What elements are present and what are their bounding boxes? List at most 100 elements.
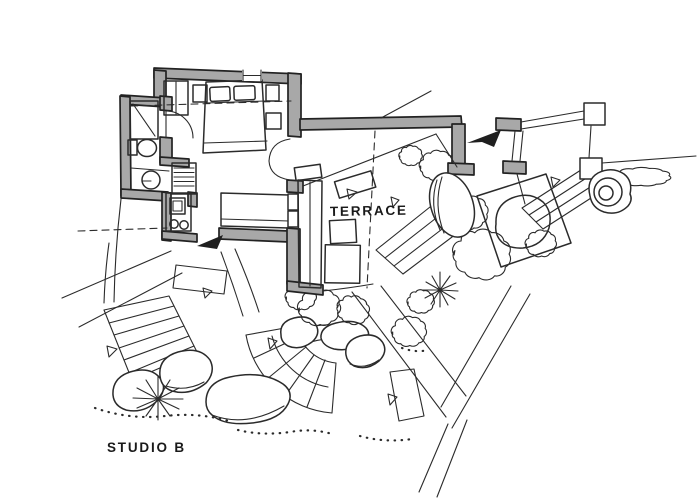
boulder	[205, 373, 291, 425]
gate-block-bottom	[502, 160, 527, 175]
boulder	[112, 369, 165, 412]
se-path-left-1	[351, 291, 447, 418]
entry-path-edge-1	[234, 248, 260, 313]
rocks	[112, 316, 386, 425]
partition-wall-nub	[159, 156, 190, 168]
pillar-connector	[516, 173, 526, 205]
labels: TERRACE STUDIO B	[107, 203, 408, 455]
kitchen-counter	[165, 192, 192, 232]
shrub	[398, 145, 423, 166]
boulder	[159, 349, 213, 394]
shrub	[406, 289, 435, 314]
stone-platform	[476, 173, 572, 268]
nightstand	[265, 84, 280, 102]
se-path-right-2	[440, 285, 512, 408]
wall-post	[583, 102, 606, 126]
bathroom-fixtures	[127, 100, 170, 190]
terrace-bench	[297, 179, 323, 289]
shrub	[390, 315, 428, 347]
kitchen-bottom-wall	[161, 230, 198, 243]
direction-triangle	[387, 393, 398, 406]
terrace-table-angled	[333, 170, 377, 199]
terrace-edge-line	[435, 133, 458, 168]
ne-steps	[521, 167, 606, 230]
french-door-swing-bottom	[268, 160, 291, 181]
partition-wall-upper	[159, 95, 173, 112]
bed-headline	[205, 100, 266, 104]
direction-triangle	[346, 188, 358, 200]
doors-windows	[165, 67, 299, 228]
se-path-merge-1	[418, 423, 449, 493]
direction-triangle	[106, 345, 118, 358]
post-connector	[588, 125, 592, 159]
stipple-row	[358, 434, 414, 442]
studio-right-wall-upper	[287, 72, 302, 138]
boulder-fold	[165, 381, 205, 389]
bathroom-bottom-wall	[120, 188, 169, 202]
fan-radials	[245, 325, 337, 414]
direction-triangle	[202, 287, 213, 299]
gate-pillar-lines	[511, 130, 524, 162]
garden-paths	[61, 198, 531, 498]
west-path-edge-1	[61, 250, 172, 299]
side-table	[265, 112, 282, 130]
entry-arrow	[197, 235, 223, 249]
washbasin	[141, 170, 161, 190]
stipple-row	[236, 428, 334, 436]
hill-edge-line-2	[103, 242, 110, 304]
se-path-right-1	[451, 293, 531, 429]
direction-triangle	[390, 196, 400, 208]
stove-burner	[169, 219, 179, 229]
boulder-fold	[349, 359, 380, 367]
oval-boulder-lines	[433, 176, 445, 234]
bench-cap	[293, 163, 323, 182]
agave-plants	[132, 271, 459, 421]
gravel-stipple	[93, 346, 430, 442]
kitchenette	[165, 162, 197, 232]
wardrobe	[163, 80, 189, 116]
nightstand	[192, 84, 208, 103]
exterior-dashed-line	[77, 227, 168, 232]
stipple-row	[400, 346, 430, 353]
shower-diagonal	[132, 103, 156, 137]
bathroom-door-swing	[165, 110, 194, 139]
terrace-south-edge	[322, 283, 374, 292]
terrace-table-large	[323, 243, 362, 285]
stove-burner	[179, 220, 189, 230]
bed-footline	[203, 140, 268, 144]
tree-planter-center	[598, 185, 614, 201]
sofa-seatline	[220, 218, 290, 222]
ne-wall-stub	[447, 162, 475, 176]
ne-garden-structures	[380, 90, 697, 230]
terrace-steps	[375, 206, 461, 275]
fan-mid-arc	[271, 335, 329, 388]
se-path-merge-2	[436, 419, 468, 498]
pillow	[233, 84, 256, 102]
boulder-fold	[211, 405, 285, 421]
window-frame	[242, 69, 262, 82]
entry-path-edge-2	[220, 251, 244, 317]
tree-planter-blob	[588, 169, 632, 214]
tree-planter-rim	[593, 177, 623, 207]
pillow	[208, 85, 232, 103]
shower-tray	[129, 100, 159, 140]
kitchen-sink	[169, 197, 186, 215]
round-garden-table	[494, 194, 551, 249]
window	[242, 67, 262, 81]
boulder	[345, 334, 386, 369]
stipple-row	[93, 406, 234, 424]
se-path-step-rect	[389, 368, 425, 422]
boundary-wall-double-line	[520, 110, 585, 130]
west-path-edge-2	[78, 272, 183, 328]
markers	[77, 130, 561, 406]
boundary-line-east	[601, 155, 697, 164]
centerline-dashed	[130, 100, 292, 107]
fridge-slats	[173, 167, 195, 187]
entry-arrow	[467, 130, 501, 147]
toilet-bowl	[136, 138, 158, 158]
direction-triangle	[267, 337, 278, 350]
studio-right-wall-stub	[286, 179, 304, 194]
terrace-edge-line	[302, 133, 437, 187]
oval-boulder	[428, 172, 476, 238]
